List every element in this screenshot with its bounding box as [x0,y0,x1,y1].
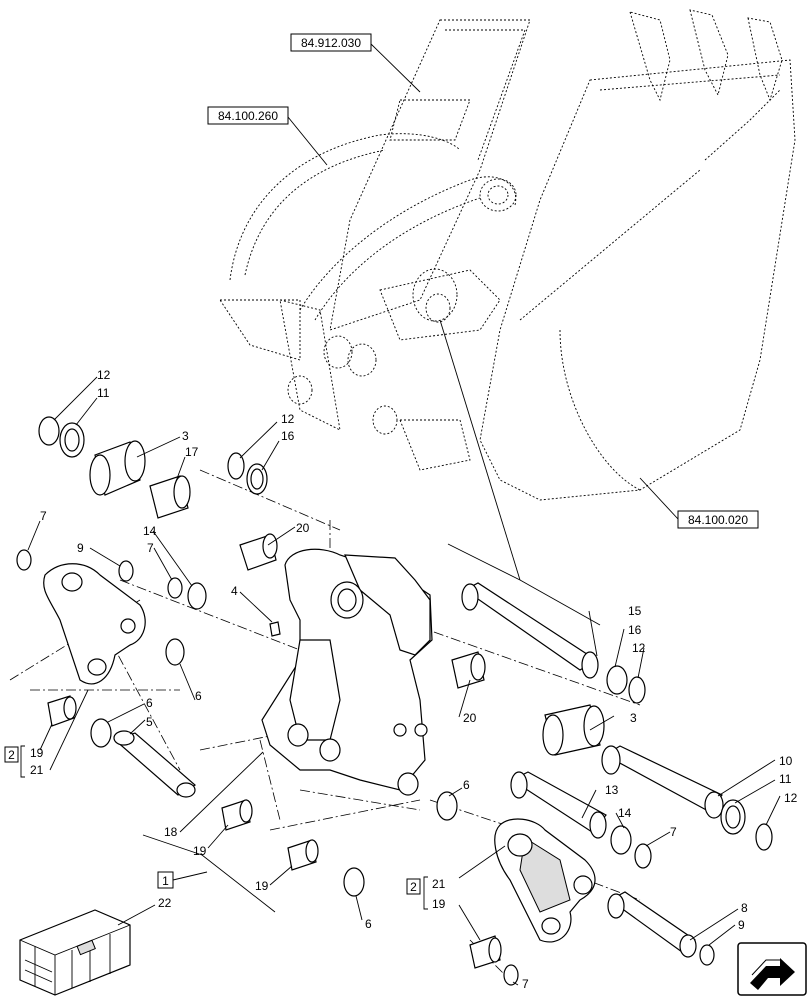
callout-8: 8 [741,901,748,915]
callout-7: 7 [40,509,47,523]
pin-15 [463,582,598,671]
callout-19: 19 [30,746,44,760]
callout-21: 21 [432,877,446,891]
callout-19: 19 [255,879,269,893]
callout-12: 12 [97,368,111,382]
callout-17: 17 [185,445,199,459]
callout-16: 16 [628,623,642,637]
reference-bucket[interactable]: 84.100.020 [639,477,759,529]
callout-16: 16 [281,429,295,443]
callout-15: 15 [628,604,642,618]
ref-label-bucket[interactable]: 84.100.020 [688,513,748,527]
callout-22: 22 [158,896,172,910]
pin-10 [603,745,723,813]
callout-7: 7 [522,977,529,991]
kit-label-2[interactable]: 2 [8,748,15,762]
kit-group-1[interactable]: 1 [157,871,208,889]
callout-6: 6 [365,917,372,931]
callout-12: 12 [281,412,295,426]
reference-stick[interactable]: 84.912.030 [290,33,421,93]
parts [16,416,773,996]
callout-18: 18 [164,825,178,839]
callout-12: 12 [632,641,646,655]
callout-5: 5 [146,715,153,729]
callout-numbers: 12 11 3 17 12 16 7 9 14 7 20 4 6 6 5 19 … [30,368,798,991]
callout-4: 4 [231,584,238,598]
callout-3: 3 [630,711,637,725]
callout-6: 6 [146,696,153,710]
ghost-assembly [219,9,796,501]
callout-6: 6 [463,778,470,792]
snap-ring-12 [38,416,60,446]
callout-19: 19 [432,897,446,911]
callout-9: 9 [738,918,745,932]
callout-3: 3 [182,429,189,443]
callout-21: 21 [30,763,44,777]
kit-group-2-right[interactable]: 2 [406,876,428,910]
callout-11: 11 [97,386,110,400]
callout-14: 14 [143,524,157,538]
kit-crate-22 [19,909,131,996]
callout-7: 7 [670,825,677,839]
kit-group-2-left[interactable]: 2 [4,745,25,778]
ref-label-linkage[interactable]: 84.100.260 [218,109,278,123]
callout-10: 10 [779,754,793,768]
callout-20: 20 [463,711,477,725]
callout-19: 19 [193,844,207,858]
ref-label-stick[interactable]: 84.912.030 [301,36,361,50]
callout-14: 14 [618,806,632,820]
callout-20: 20 [296,521,310,535]
reference-linkage[interactable]: 84.100.260 [207,106,328,166]
kit-label-1[interactable]: 1 [162,874,169,888]
callout-9: 9 [77,541,84,555]
callout-11: 11 [779,772,792,786]
callout-12: 12 [784,791,798,805]
callout-13: 13 [605,783,619,797]
next-page-arrow-icon[interactable] [737,942,807,996]
link-plate-21-left [43,563,146,685]
callout-6: 6 [195,689,202,703]
callout-7: 7 [147,541,154,555]
callout-leaders [27,376,781,986]
kit-label-2[interactable]: 2 [410,880,417,894]
